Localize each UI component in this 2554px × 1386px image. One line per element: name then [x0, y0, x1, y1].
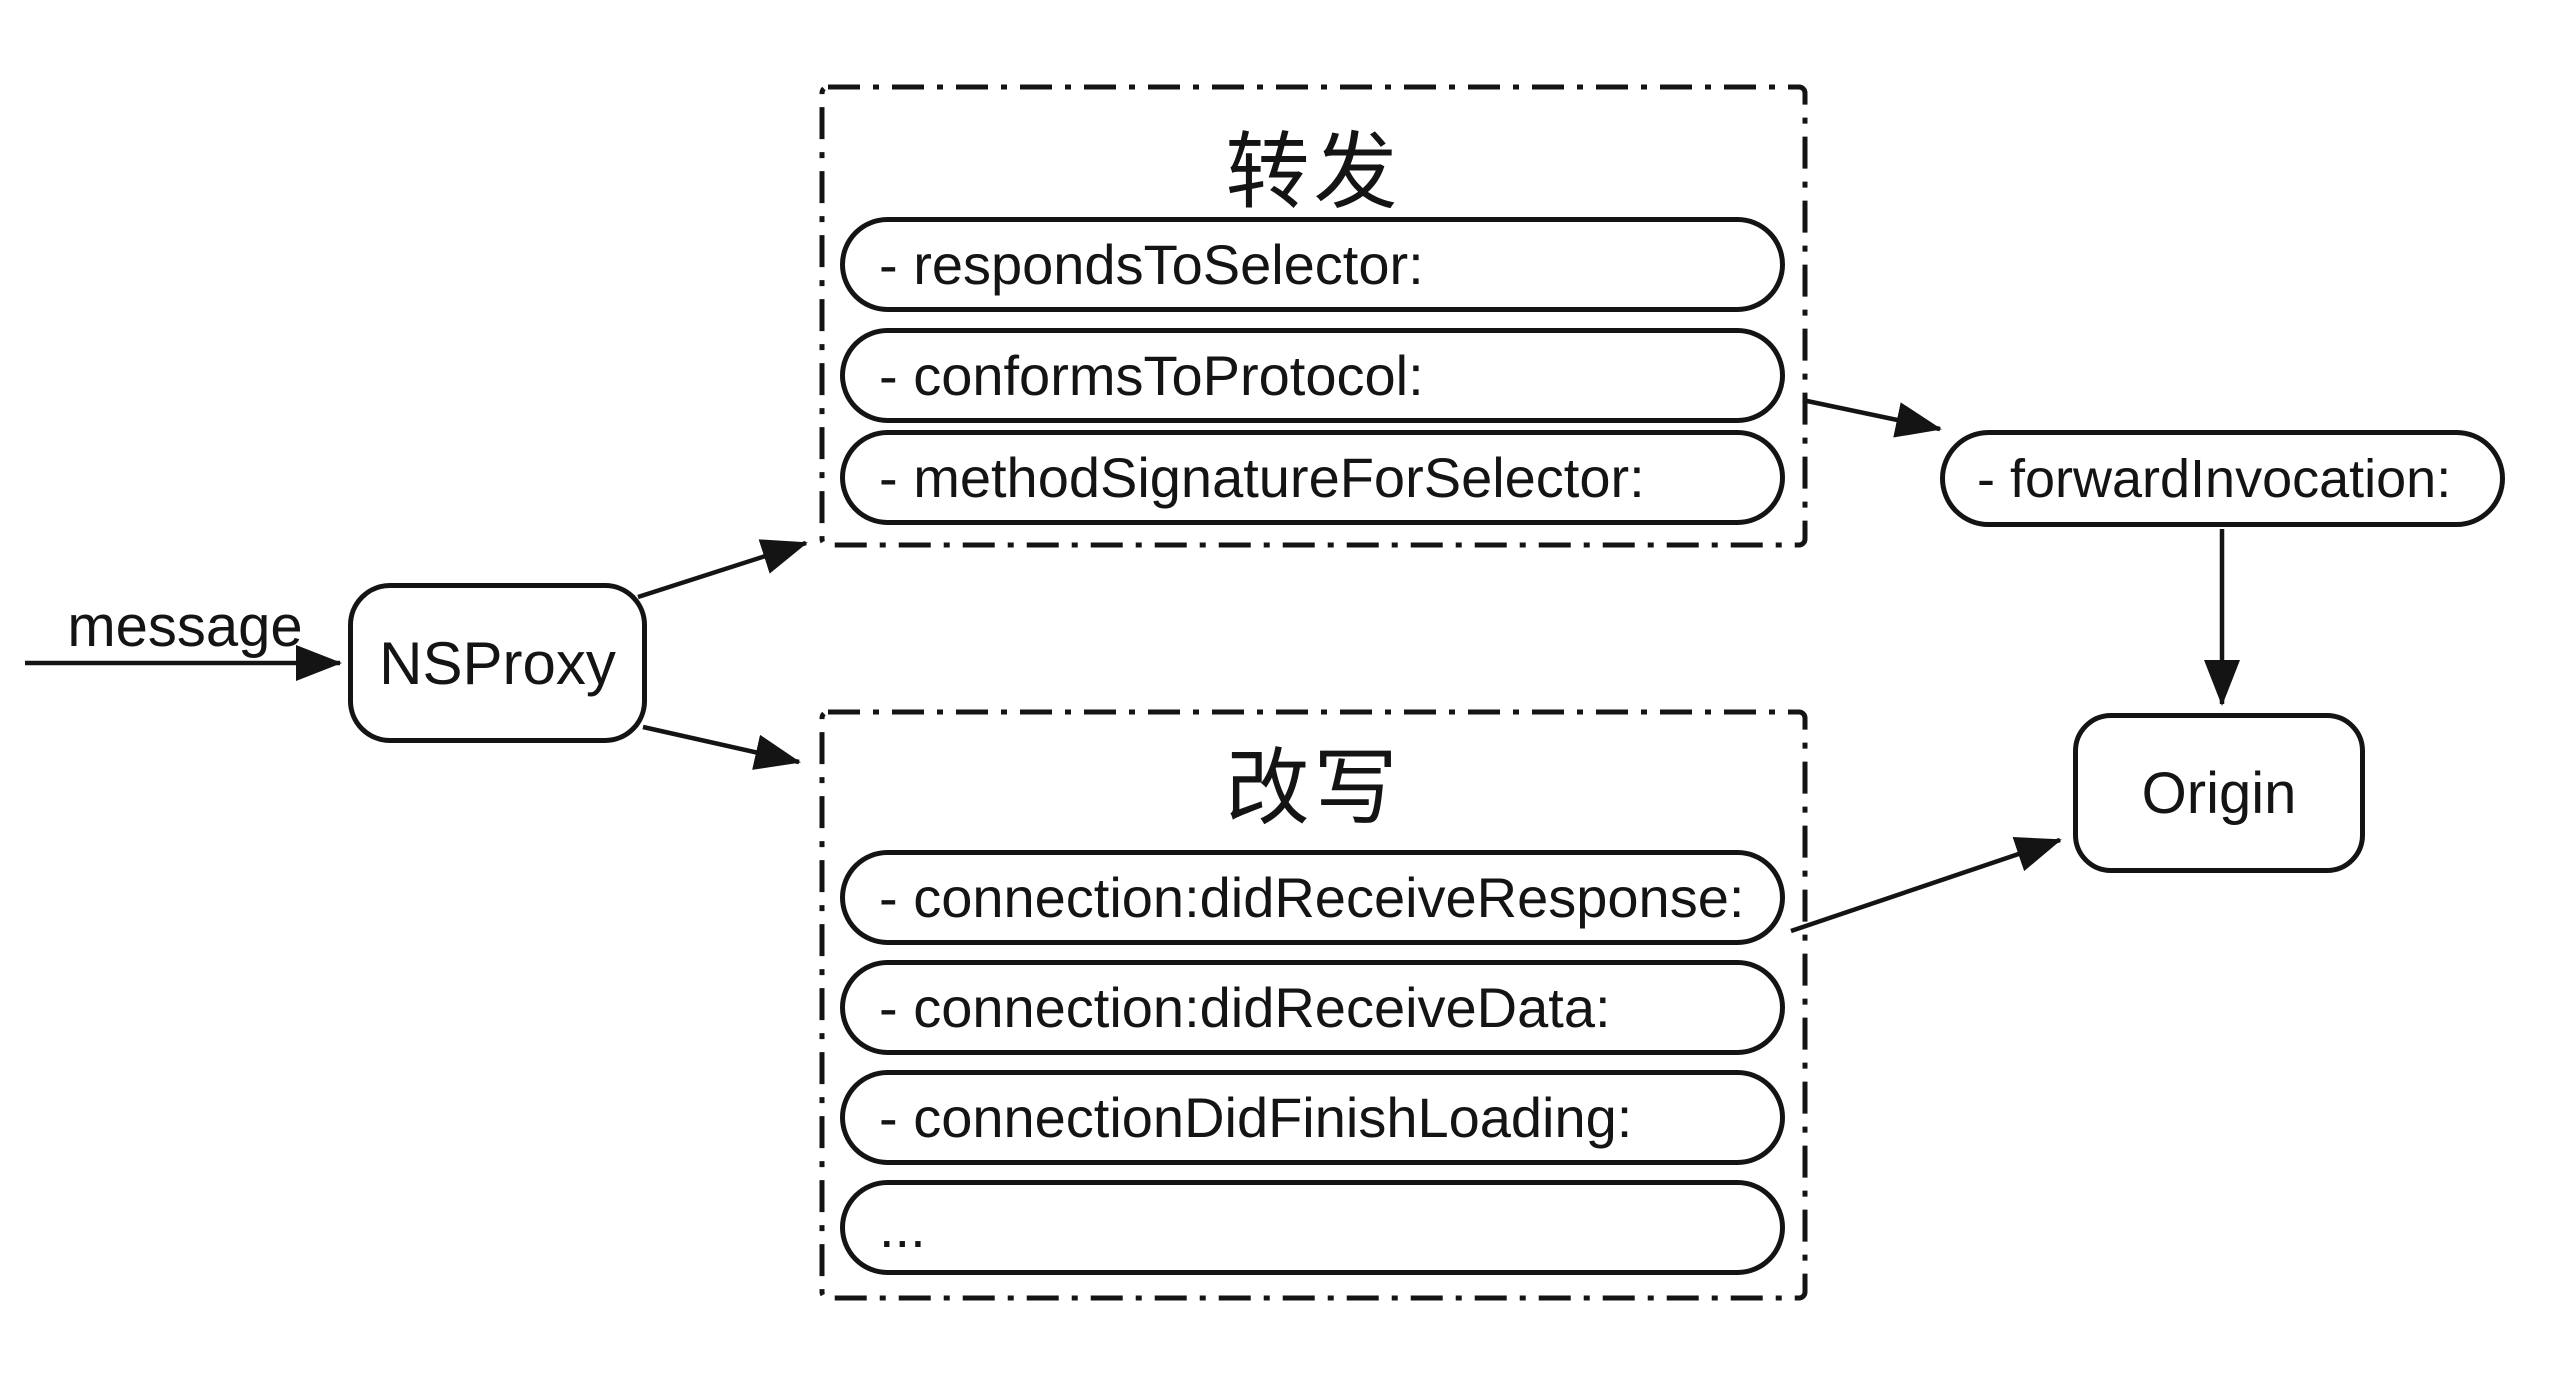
method-pill-methodSignatureForSelector: - methodSignatureForSelector: — [840, 430, 1785, 525]
arrow-nsproxy-to-override-group — [642, 724, 801, 770]
method-pill-connectionDidFinishLoading: - connectionDidFinishLoading: — [840, 1070, 1785, 1165]
arrow-nsproxy-to-forward-group — [637, 539, 808, 600]
method-pill-ellipsis: ... — [840, 1180, 1785, 1275]
nsproxy-node: NSProxy — [348, 583, 647, 743]
arrow-override-group-to-origin — [1790, 837, 2062, 934]
method-pill-respondsToSelector: - respondsToSelector: — [840, 217, 1785, 312]
method-pill-connection-didReceiveData: - connection:didReceiveData: — [840, 960, 1785, 1055]
message-label: message — [67, 593, 303, 659]
origin-node: Origin — [2073, 713, 2365, 873]
method-pill-connection-didReceiveResponse: - connection:didReceiveResponse: — [840, 850, 1785, 945]
override-group-border — [819, 709, 1808, 1301]
method-pill-conformsToProtocol: - conformsToProtocol: — [840, 328, 1785, 423]
forwardinvocation-pill: - forwardInvocation: — [1940, 430, 2505, 527]
override-group-title: 改写 — [1225, 740, 1402, 835]
arrow-forward-group-to-forwardinvocation — [1806, 398, 1942, 438]
forward-group-border — [819, 84, 1808, 548]
forward-group-title: 转发 — [1225, 124, 1402, 219]
